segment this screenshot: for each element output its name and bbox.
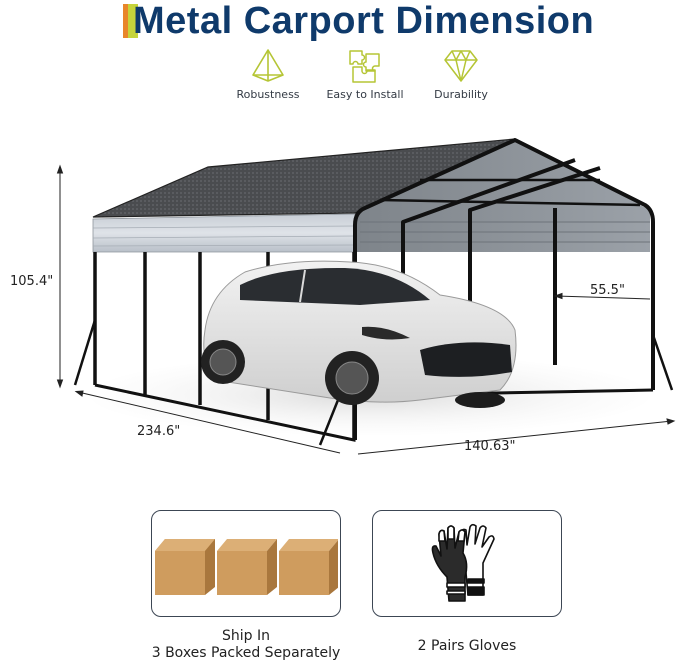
feature-durability: Durability — [406, 48, 516, 101]
feature-easy-install: Easy to Install — [310, 48, 420, 101]
title-accent-lime — [128, 4, 138, 38]
shipping-caption-line2: 3 Boxes Packed Separately — [151, 645, 341, 661]
width-dimension: 140.63" — [464, 439, 516, 454]
puzzle-icon — [349, 50, 380, 83]
pyramid-icon — [252, 49, 284, 82]
gloves-card — [372, 510, 562, 617]
height-dimension: 105.4" — [10, 274, 54, 289]
gloves-caption: 2 Pairs Gloves — [417, 638, 517, 654]
bay-width-dimension: 55.5" — [590, 283, 625, 298]
length-dimension: 234.6" — [137, 424, 181, 439]
page-title: Metal Carport Dimension — [133, 0, 595, 42]
shipping-boxes-card — [151, 510, 341, 617]
diamond-icon — [444, 50, 478, 82]
dimension-lines — [56, 164, 676, 455]
feature-robustness: Robustness — [213, 48, 323, 101]
title-accent-orange — [123, 4, 128, 38]
shipping-caption-line1: Ship In — [222, 628, 270, 644]
gloves-icon — [431, 523, 495, 602]
feature-row: Robustness Easy to Install Durability — [0, 48, 679, 102]
car-illustration — [201, 260, 517, 408]
feature-label: Easy to Install — [326, 88, 404, 101]
feature-label: Durability — [434, 88, 488, 101]
shipping-caption: Ship In 3 Boxes Packed Separately — [130, 628, 362, 662]
feature-label: Robustness — [236, 88, 300, 101]
carport-illustration — [56, 138, 676, 455]
cardboard-box-icon — [155, 539, 339, 595]
carport-structure — [73, 138, 674, 446]
